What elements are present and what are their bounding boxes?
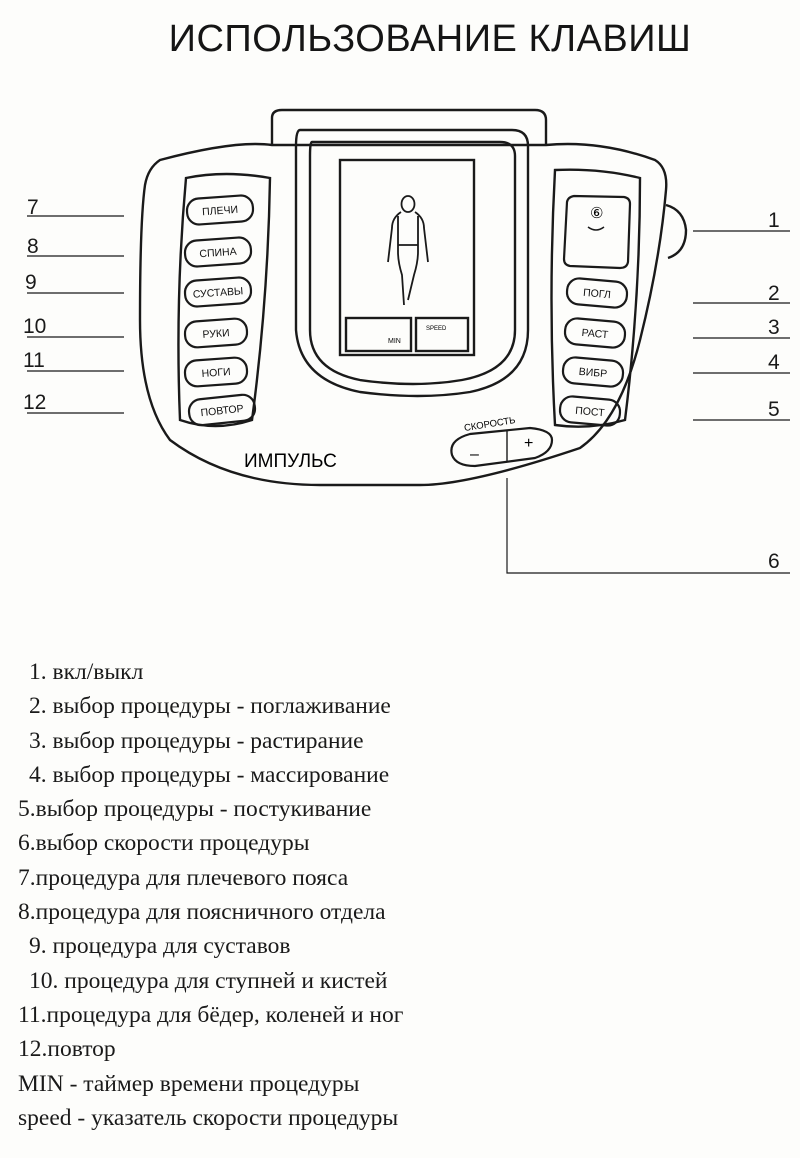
shoulders-button-label: ПЛЕЧИ bbox=[202, 204, 239, 218]
callout-2: 2 bbox=[768, 282, 780, 305]
right-button-group: ПОГЛ РАСТ ВИБР ПОСТ bbox=[558, 277, 629, 427]
repeat-button[interactable]: ПОВТОР bbox=[187, 393, 257, 427]
legend-item: 11.процедура для бёдер, коленей и ног bbox=[18, 1001, 404, 1028]
callout-3: 3 bbox=[768, 316, 780, 339]
tapping-button[interactable]: ПОСТ bbox=[558, 395, 622, 427]
shoulders-button[interactable]: ПЛЕЧИ bbox=[185, 194, 255, 226]
legend-item: 10. процедура для ступней и кистей bbox=[29, 967, 388, 994]
power-icon: ⑥ bbox=[590, 204, 603, 222]
legend-item: 4. выбор процедуры - массирование bbox=[29, 761, 390, 788]
callout-8: 8 bbox=[27, 235, 39, 258]
callout-lines bbox=[27, 215, 790, 574]
legend-item: MIN - таймер времени процедуры bbox=[18, 1070, 360, 1097]
human-body-icon bbox=[387, 195, 429, 306]
arms-button[interactable]: РУКИ bbox=[183, 317, 249, 349]
legend-item: speed - указатель скорости процедуры bbox=[18, 1104, 399, 1131]
callout-6: 6 bbox=[768, 550, 780, 573]
legs-button[interactable]: НОГИ bbox=[183, 356, 249, 388]
legend-item: 12.повтор bbox=[18, 1036, 116, 1063]
legs-button-label: НОГИ bbox=[201, 366, 231, 380]
callout-10: 10 bbox=[23, 315, 47, 338]
device-diagram: MIN SPEED ПЛЕЧИ СПИНА СУСТАВЫ РУКИ НОГИ ПОВТО… bbox=[27, 108, 790, 574]
speed-control: СКОРОСТЬ – + bbox=[450, 415, 554, 468]
legend-item: 7.процедура для плечевого пояса bbox=[18, 864, 349, 891]
joints-button-label: СУСТАВЫ bbox=[192, 285, 243, 300]
legend-item: 6.выбор скорости процедуры bbox=[18, 830, 310, 857]
vibration-button-label: ВИБР bbox=[578, 366, 607, 380]
speed-indicator-label: SPEED bbox=[426, 326, 447, 332]
stroking-button-label: ПОГЛ bbox=[583, 287, 612, 301]
legend-item: 2. выбор процедуры - поглаживание bbox=[29, 693, 391, 720]
back-button[interactable]: СПИНА bbox=[183, 236, 253, 268]
arms-button-label: РУКИ bbox=[202, 327, 230, 341]
callout-4: 4 bbox=[768, 351, 780, 374]
legend-item: 3. выбор процедуры - растирание bbox=[29, 727, 364, 754]
brand-label: ИМПУЛЬС bbox=[244, 451, 337, 472]
callout-9: 9 bbox=[25, 271, 37, 294]
left-button-group: ПЛЕЧИ СПИНА СУСТАВЫ РУКИ НОГИ ПОВТОР bbox=[183, 194, 257, 427]
key-legend: 1. вкл/выкл 2. выбор процедуры - поглажив… bbox=[18, 655, 778, 1135]
speed-minus-button[interactable]: – bbox=[470, 446, 479, 463]
callout-12: 12 bbox=[23, 391, 47, 414]
timer-label: MIN bbox=[388, 338, 401, 345]
legend-item: 9. процедура для суставов bbox=[29, 933, 291, 960]
joints-button[interactable]: СУСТАВЫ bbox=[183, 276, 253, 308]
vibration-button[interactable]: ВИБР bbox=[561, 356, 625, 388]
stroking-button[interactable]: ПОГЛ bbox=[565, 277, 629, 309]
page-title: ИСПОЛЬЗОВАНИЕ КЛАВИШ bbox=[168, 18, 692, 60]
power-button[interactable]: ⑥ bbox=[562, 194, 632, 270]
tapping-button-label: ПОСТ bbox=[575, 405, 606, 420]
rubbing-button[interactable]: РАСТ bbox=[563, 317, 627, 349]
callout-7: 7 bbox=[27, 196, 39, 219]
legend-item: 1. вкл/выкл bbox=[29, 659, 144, 685]
callout-5: 5 bbox=[768, 398, 780, 421]
repeat-button-label: ПОВТОР bbox=[200, 403, 244, 419]
back-button-label: СПИНА bbox=[199, 246, 237, 261]
rubbing-button-label: РАСТ bbox=[581, 327, 609, 341]
legend-item: 8.процедура для поясничного отдела bbox=[18, 899, 386, 926]
callout-11: 11 bbox=[23, 349, 45, 372]
speed-plus-button[interactable]: + bbox=[524, 435, 533, 452]
callout-1: 1 bbox=[768, 209, 780, 232]
legend-item: 5.выбор процедуры - постукивание bbox=[18, 796, 372, 823]
device-body bbox=[138, 108, 688, 487]
